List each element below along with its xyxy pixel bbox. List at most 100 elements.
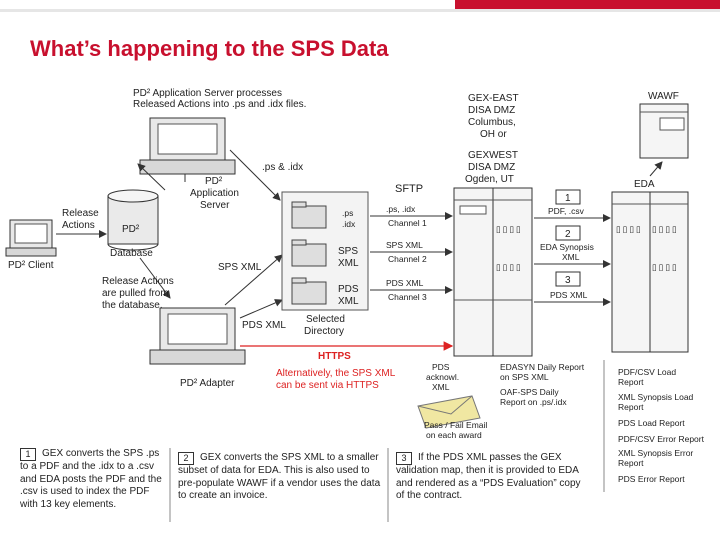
wawf-server-icon	[639, 103, 689, 159]
step-2-number: 2	[565, 229, 571, 240]
sftp-label: SFTP	[395, 183, 423, 195]
note-3-text: If the PDS XML passes the GEX validation…	[396, 452, 581, 501]
https-note-line-1: Alternatively, the SPS XML	[276, 368, 396, 379]
top-banner-grey-line	[0, 9, 720, 12]
pulled-label-1: Release Actions	[102, 276, 174, 287]
gex-east-label-4: OH or	[480, 129, 507, 140]
email-envelope-icon	[417, 395, 481, 429]
selected-dir-label-1: Selected	[306, 314, 345, 325]
note-3-number: 3	[396, 452, 412, 465]
eda-server-rack-icon: ▯▯▯▯ ▯▯▯▯ ▯▯▯▯	[611, 191, 689, 353]
step-1-number: 1	[565, 193, 571, 204]
folder-3-label-b: XML	[338, 296, 359, 307]
pulled-label-3: the database.	[102, 300, 163, 311]
pd2-client-label: PD² Client	[8, 260, 54, 271]
pd2-client-computer-icon	[5, 219, 57, 257]
step-2-box	[555, 225, 581, 241]
ps-idx-label: .ps & .idx	[262, 162, 303, 173]
report-5-line-a: XML Synopsis Error	[618, 448, 693, 458]
report-1-line-a: PDF/CSV Load	[618, 367, 676, 377]
folder-2-label-b: XML	[338, 258, 359, 269]
release-actions-label-1: Release	[62, 208, 99, 219]
db-label-2: Database	[110, 248, 153, 259]
adapter-to-dir-arrow	[224, 254, 283, 306]
svg-text:▯▯▯▯: ▯▯▯▯	[616, 224, 643, 234]
report-1-line-b: Report	[618, 377, 644, 387]
pd2-database-icon	[107, 189, 159, 251]
eda-synopsis-label-2: XML	[562, 252, 580, 262]
eda-synopsis-label-1: EDA Synopsis	[540, 242, 594, 252]
appserver-to-dir-arrow	[229, 149, 281, 201]
pds-ack-label-1: PDS	[432, 362, 450, 372]
step-1-box	[555, 189, 581, 205]
channel-1-label-a: .ps, .idx	[386, 204, 416, 214]
report-3: PDS Load Report	[618, 418, 685, 428]
report-2-line-b: Report	[618, 402, 644, 412]
channel-3-label-a: PDS XML	[386, 278, 424, 288]
gex-east-label-1: GEX-EAST	[468, 93, 519, 104]
db-label-1: PD²	[122, 224, 140, 235]
oaf-label-1: OAF-SPS Daily	[500, 387, 559, 397]
pulled-label-2: are pulled from	[102, 288, 169, 299]
svg-text:▯▯▯▯: ▯▯▯▯	[496, 262, 523, 272]
report-5-line-b: Report	[618, 458, 644, 468]
svg-text:▯▯▯▯: ▯▯▯▯	[652, 262, 679, 272]
folder-1-label-a: .ps	[342, 208, 353, 218]
folder-icon	[291, 239, 327, 267]
db-to-adapter-arrow	[139, 257, 171, 299]
wawf-label: WAWF	[648, 91, 679, 102]
gex-west-label-3: Ogden, UT	[465, 174, 514, 185]
https-note-line-2: can be sent via HTTPS	[276, 380, 379, 391]
note-2-text: GEX converts the SPS XML to a smaller su…	[178, 452, 381, 501]
pd2-adapter-computer-icon	[149, 307, 246, 365]
svg-text:▯▯▯▯: ▯▯▯▯	[496, 224, 523, 234]
app-server-computer-icon	[139, 117, 236, 182]
folder-2-label-a: SPS	[338, 246, 358, 257]
step-3-number: 3	[565, 275, 571, 286]
step-3-box	[555, 271, 581, 287]
pdf-csv-label: PDF, .csv	[548, 206, 585, 216]
gex-west-label-2: DISA DMZ	[468, 162, 515, 173]
edasyn-label-1: EDASYN Daily Report	[500, 362, 585, 372]
channel-2-label-a: SPS XML	[386, 240, 423, 250]
gex-west-label-1: GEXWEST	[468, 150, 518, 161]
pds-ack-label-3: XML	[432, 382, 450, 392]
eda-label: EDA	[634, 179, 655, 190]
note-1-text: GEX converts the SPS .ps to a PDF and th…	[20, 448, 162, 510]
adapter-pds-arrow	[239, 299, 283, 319]
report-6: PDS Error Report	[618, 474, 685, 484]
app-server-label-2: Application	[190, 188, 239, 199]
channel-3-label-b: Channel 3	[388, 292, 427, 302]
edasyn-label-2: on SPS XML	[500, 372, 549, 382]
release-actions-label-2: Actions	[62, 220, 95, 231]
channel-1-label-b: Channel 1	[388, 218, 427, 228]
gex-east-label-2: DISA DMZ	[468, 105, 515, 116]
eda-to-wawf-arrow	[649, 161, 663, 177]
sps-xml-arrow-label: SPS XML	[218, 262, 262, 273]
oaf-label-2: Report on .ps/.idx	[500, 397, 567, 407]
channel-2-label-b: Channel 2	[388, 254, 427, 264]
app-server-label-1: PD²	[205, 176, 223, 187]
pass-fail-label-1: Pass / Fail Email	[424, 420, 487, 430]
selected-dir-label-2: Directory	[304, 326, 344, 337]
folder-icon	[291, 201, 327, 229]
top-banner	[0, 0, 720, 14]
note-2-number: 2	[178, 452, 194, 465]
gex-east-label-3: Columbus,	[468, 117, 516, 128]
pd2-adapter-label: PD² Adapter	[180, 378, 235, 389]
app-server-note-line-2: Released Actions into .ps and .idx files…	[133, 99, 306, 110]
note-1-number: 1	[20, 448, 36, 461]
page-title: What’s happening to the SPS Data	[30, 36, 389, 61]
app-server-label-3: Server	[200, 200, 230, 211]
folder-3-label-a: PDS	[338, 284, 359, 295]
pds-ack-label-2: acknowl.	[426, 372, 459, 382]
svg-text:▯▯▯▯: ▯▯▯▯	[652, 224, 679, 234]
folder-1-label-b: .idx	[342, 219, 356, 229]
pds-xml-arrow-label: PDS XML	[242, 320, 286, 331]
top-banner-red-stripe	[455, 0, 720, 9]
https-label: HTTPS	[318, 351, 351, 362]
